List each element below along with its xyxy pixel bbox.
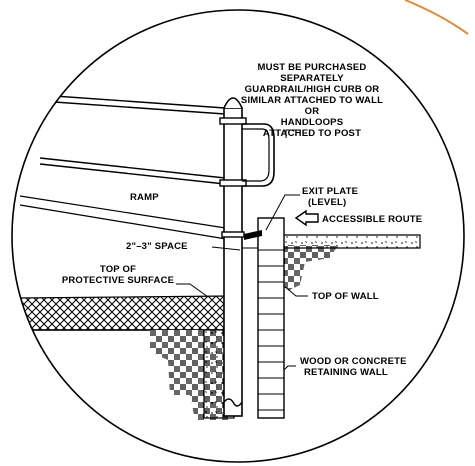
label-top-protective-1: TOP OF: [100, 264, 136, 275]
handloop: [242, 123, 275, 187]
callout-purchase: MUST BE PURCHASED SEPARATELY GUARDRAIL/H…: [241, 62, 383, 139]
label-purchase-7: ATTACHED TO POST: [263, 128, 361, 139]
label-purchase-2: SEPARATELY: [280, 73, 344, 84]
label-ramp: RAMP: [130, 192, 159, 203]
label-accessible-route: ACCESSIBLE ROUTE: [322, 214, 422, 225]
label-retaining-2: RETAINING WALL: [304, 367, 388, 378]
accessible-route-arrow: [294, 209, 319, 227]
accent-arc: [404, 0, 469, 35]
leader-lines: [176, 129, 308, 371]
post: [223, 107, 243, 417]
label-purchase-6: HANDLOOPS: [281, 117, 344, 128]
label-top-of-wall: TOP OF WALL: [312, 291, 379, 302]
label-exit-plate-2: (LEVEL): [308, 197, 346, 208]
guardrail: [39, 94, 226, 185]
label-purchase-1: MUST BE PURCHASED: [258, 62, 367, 73]
protective-surface: [19, 295, 229, 331]
ramp-surface: [19, 195, 233, 241]
label-purchase-4: SIMILAR ATTACHED TO WALL: [241, 95, 383, 106]
label-retaining-1: WOOD OR CONCRETE: [300, 356, 407, 367]
retaining-wall: [257, 217, 285, 419]
exit-plate: [244, 230, 262, 240]
soil-right: [284, 245, 338, 292]
label-purchase-3: GUARDRAIL/HIGH CURB OR: [245, 84, 380, 95]
label-top-protective-2: PROTECTIVE SURFACE: [62, 275, 174, 286]
label-exit-plate-1: EXIT PLATE: [302, 186, 358, 197]
label-space: 2"–3" SPACE: [126, 241, 188, 252]
label-purchase-5: OR: [305, 106, 320, 117]
wall-courses: [258, 249, 284, 411]
